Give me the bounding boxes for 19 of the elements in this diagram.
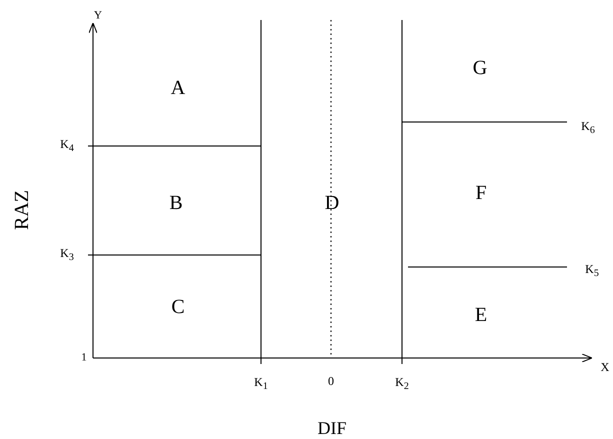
tick-label: K$_{6}$	[581, 120, 595, 136]
tick-label: K$_{5}$	[585, 262, 599, 280]
region-label: B	[169, 193, 183, 213]
region-label: G	[472, 58, 488, 78]
axis-title: RAZ	[12, 190, 32, 230]
region-label: A	[170, 78, 186, 98]
region-label: D	[324, 193, 340, 213]
tick-label: 0	[328, 375, 334, 387]
region-label: E	[474, 305, 488, 325]
axis-label: X	[600, 361, 610, 373]
region-label: C	[171, 297, 185, 317]
tick-label: K$_{4}$	[60, 138, 74, 154]
tick-label: K$_{1}$	[254, 376, 268, 392]
region-label: F	[475, 183, 487, 203]
axis-label: Y	[94, 10, 102, 22]
tick-label: K$_{3}$	[60, 246, 74, 264]
axis-title: DIF	[318, 419, 346, 437]
tick-label: K$_{2}$	[395, 376, 409, 392]
tick-label: 1	[81, 352, 87, 364]
